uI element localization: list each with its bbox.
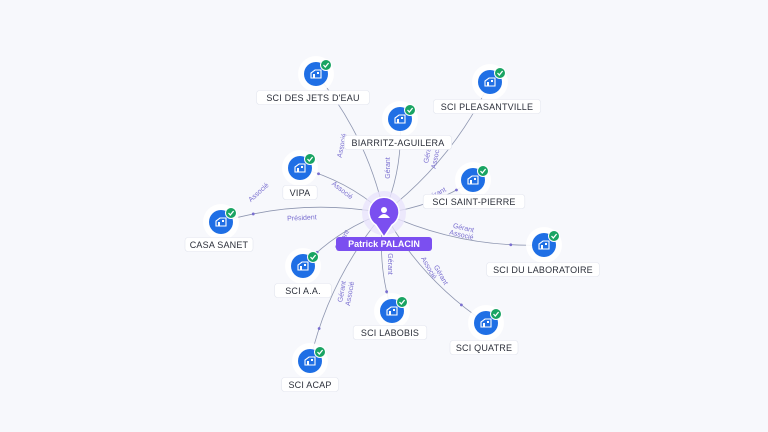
edge-arrowhead	[459, 303, 463, 307]
company-node[interactable]: SCI SAINT-PIERRE	[422, 162, 526, 209]
check-icon	[494, 67, 506, 79]
check-icon	[304, 153, 316, 165]
edge-relation-label: Gérant	[423, 142, 434, 164]
building-icon	[297, 261, 309, 271]
edge-relation-label: Associé	[345, 281, 356, 306]
company-node[interactable]: VIPA	[282, 150, 318, 200]
company-name: SCI A.A.	[285, 286, 321, 296]
company-label-box	[282, 185, 318, 200]
company-name: SCI SAINT-PIERRE	[432, 197, 515, 207]
building-icon	[310, 69, 322, 79]
company-name: CASA SANET	[190, 240, 249, 250]
company-label-box	[486, 262, 600, 277]
company-node[interactable]: SCI DES JETS D'EAU	[256, 56, 370, 105]
check-icon	[404, 104, 416, 116]
building-icon	[467, 175, 479, 185]
building-icon	[386, 306, 398, 316]
company-node[interactable]: SCI LABOBIS	[352, 293, 428, 340]
person-name: Patrick PALACIN	[348, 239, 420, 249]
building-icon	[394, 114, 406, 124]
building-icon	[484, 77, 496, 87]
check-icon	[477, 165, 489, 177]
edge-arrowhead	[251, 212, 255, 216]
check-icon	[396, 296, 408, 308]
company-name: SCI QUATRE	[456, 343, 512, 353]
company-name: SCI DU LABORATOIRE	[493, 265, 593, 275]
company-name: VIPA	[290, 188, 311, 198]
edge-relation-label: Gérant	[337, 281, 348, 303]
person-icon	[378, 207, 390, 218]
check-icon	[314, 346, 326, 358]
nodes-layer: SCI DES JETS D'EAU BIARRITZ-AGUILERA SCI P…	[184, 56, 600, 392]
check-icon	[548, 230, 560, 242]
company-node[interactable]: SCI PLEASANTVILLE	[433, 64, 541, 114]
company-label-box	[433, 99, 541, 114]
check-icon	[490, 308, 502, 320]
check-icon	[225, 207, 237, 219]
edge-arrowhead	[385, 290, 389, 294]
edge-relation-label: Associé	[248, 182, 271, 204]
company-label-box	[422, 194, 526, 209]
company-label-box	[281, 377, 339, 392]
edge-arrowhead	[317, 327, 321, 330]
company-node[interactable]: SCI ACAP	[281, 343, 339, 392]
building-icon	[294, 163, 306, 173]
company-name: SCI LABOBIS	[361, 328, 419, 338]
building-icon	[538, 240, 550, 250]
building-icon	[480, 318, 492, 328]
company-node[interactable]: SCI A.A.	[274, 248, 332, 298]
company-label-box	[274, 283, 332, 298]
company-node[interactable]: SCI QUATRE	[449, 305, 519, 355]
edge-relation-label: Associé	[431, 144, 443, 170]
person-label-box	[336, 237, 432, 251]
check-icon	[320, 59, 332, 71]
edge-relation-label: Gérant	[452, 223, 474, 235]
company-node[interactable]: CASA SANET	[184, 204, 254, 252]
company-label-box	[344, 135, 452, 150]
building-icon	[215, 217, 227, 227]
center-person-node[interactable]: Patrick PALACIN	[336, 191, 432, 251]
company-label-box	[256, 90, 370, 105]
check-icon	[307, 251, 319, 263]
edge-arrowhead	[317, 172, 320, 176]
company-name: SCI PLEASANTVILLE	[441, 102, 533, 112]
building-icon	[304, 356, 316, 366]
company-name: SCI DES JETS D'EAU	[266, 93, 359, 103]
company-label-box	[352, 325, 428, 340]
company-name: SCI ACAP	[288, 380, 331, 390]
edge-relation-label: Associé	[337, 133, 349, 159]
company-label-box	[449, 340, 519, 355]
company-node[interactable]: BIARRITZ-AGUILERA	[344, 101, 452, 150]
edge-relation-label: Gérant	[386, 253, 393, 274]
edge-relation-label: Gérant	[385, 157, 392, 178]
edge-arrowhead	[509, 243, 513, 247]
company-name: BIARRITZ-AGUILERA	[352, 138, 445, 148]
company-node[interactable]: SCI DU LABORATOIRE	[486, 227, 600, 277]
company-label-box	[184, 237, 254, 252]
edge-arrowhead	[455, 188, 458, 192]
edge-relation-label: Président	[287, 214, 317, 223]
